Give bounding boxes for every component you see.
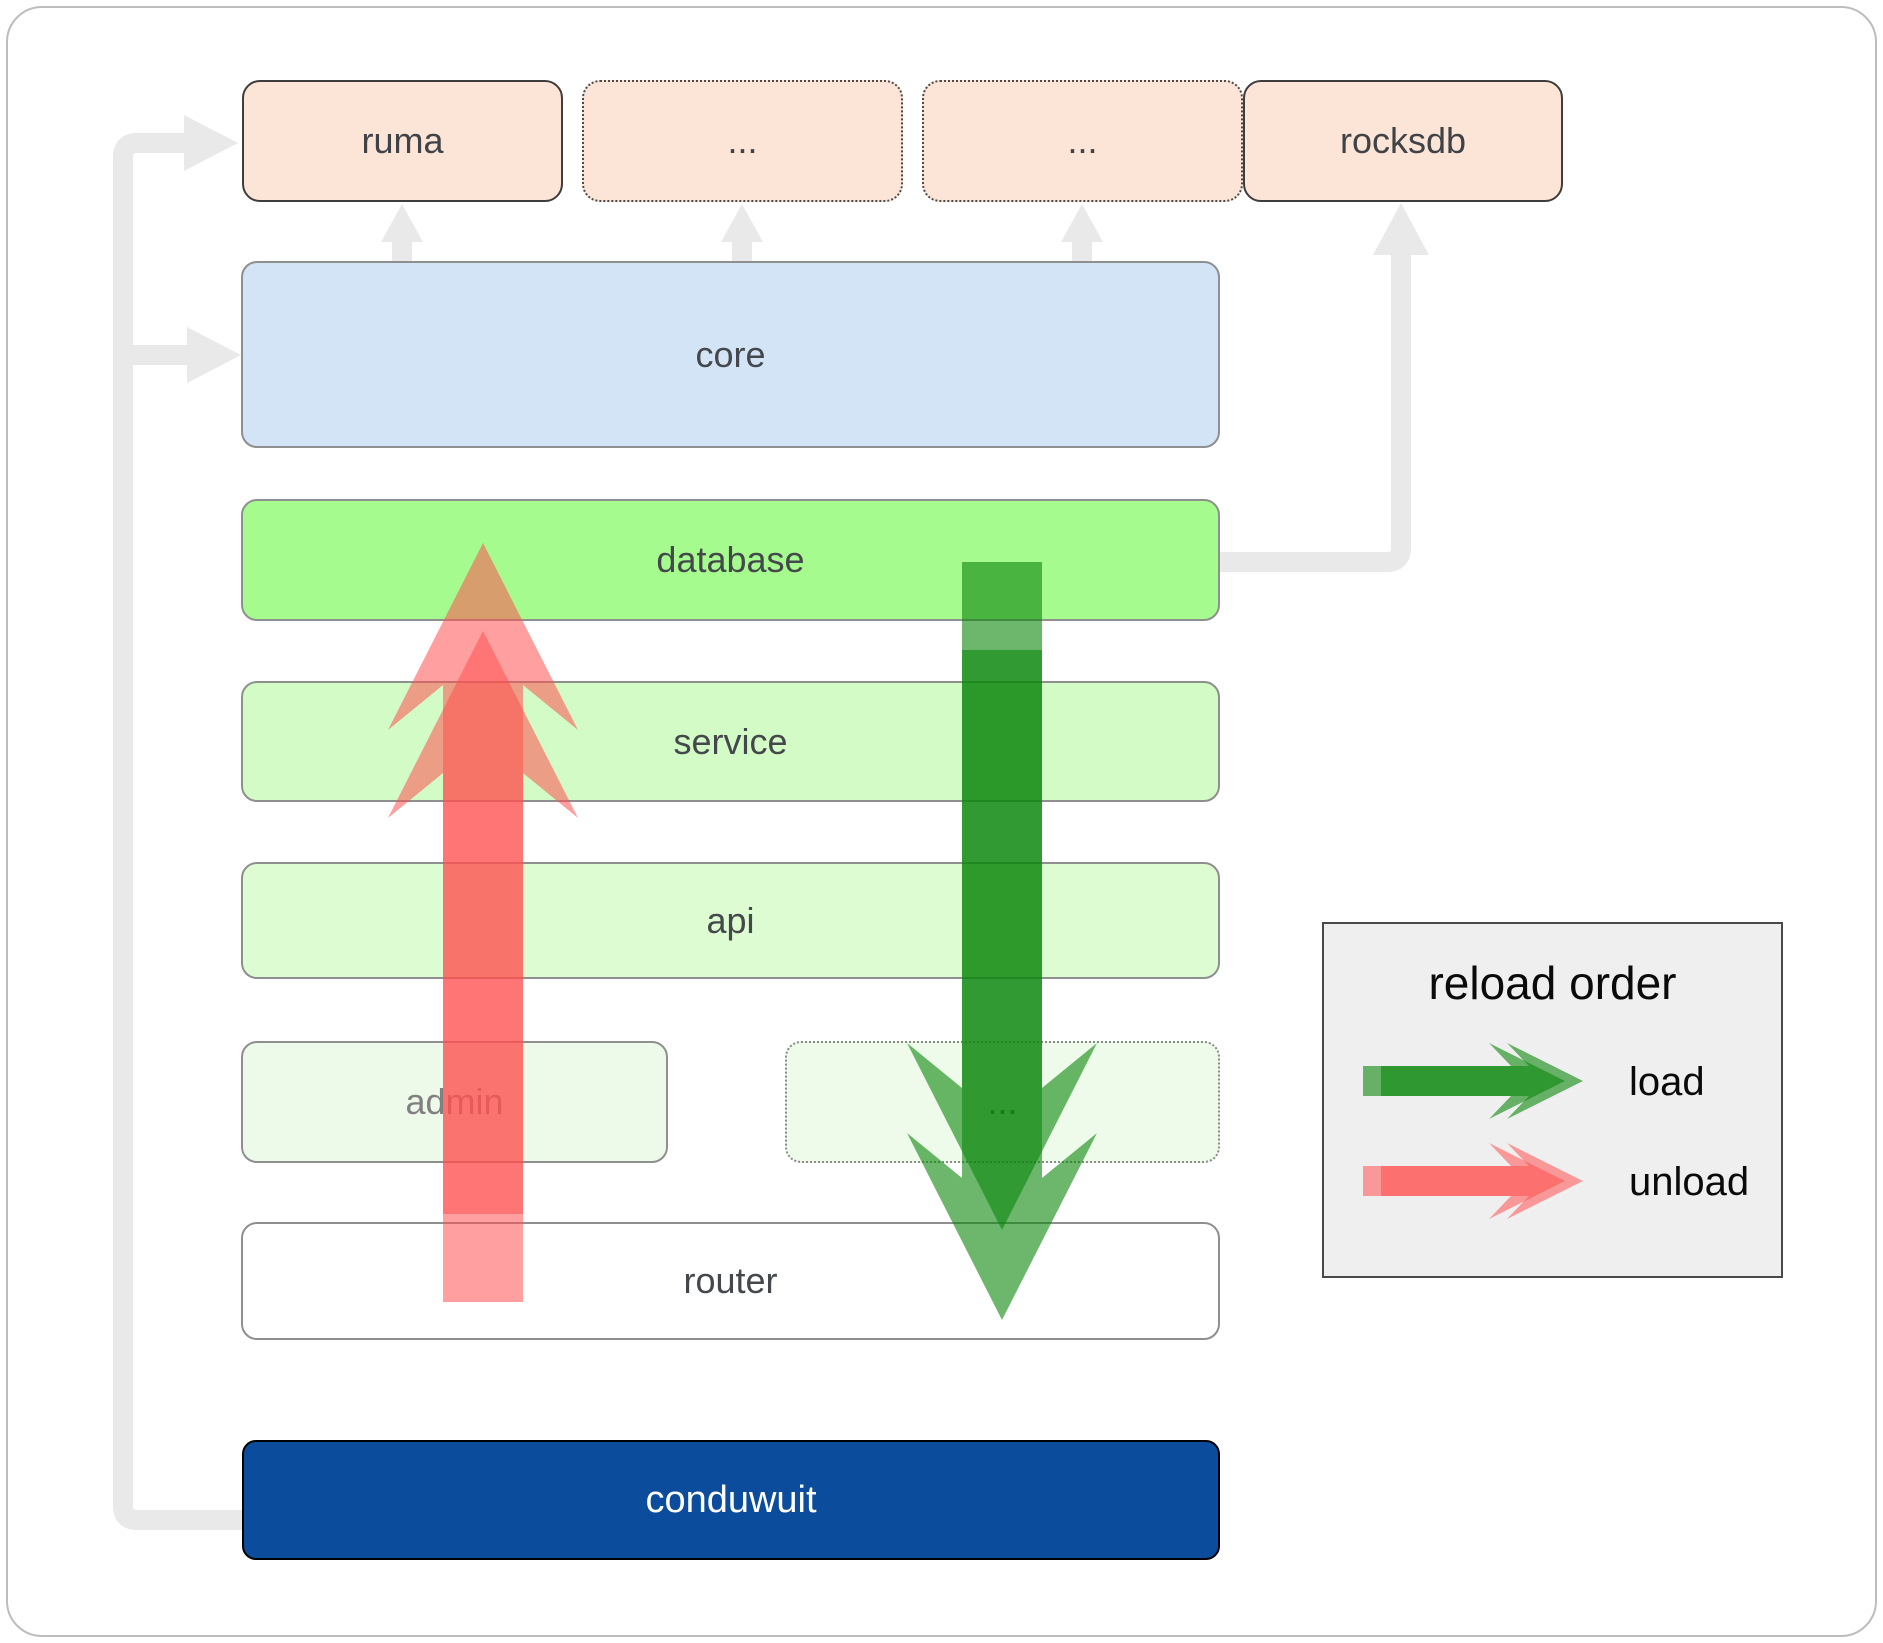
crate-box-ellipsis-1: ... <box>582 80 903 202</box>
layer-label-api: api <box>706 899 755 941</box>
crate-box-ruma: ruma <box>242 80 563 202</box>
layer-box-admin: admin <box>241 1041 668 1163</box>
legend-panel: reload order load unload <box>1322 922 1783 1278</box>
layer-label-core: core <box>695 333 766 375</box>
layer-label-router: router <box>683 1260 778 1301</box>
layer-box-core: core <box>241 261 1220 448</box>
layer-label-ellipsis: ... <box>987 1081 1018 1122</box>
layer-box-router: router <box>241 1222 1220 1340</box>
crate-box-ellipsis-2: ... <box>922 80 1243 202</box>
layer-label-admin: admin <box>405 1081 504 1122</box>
layer-label-conduwuit: conduwuit <box>645 1478 817 1521</box>
layer-box-ellipsis: ... <box>785 1041 1220 1163</box>
layer-label-service: service <box>673 720 788 762</box>
layer-label-database: database <box>656 539 805 580</box>
legend-title: reload order <box>1428 957 1677 1009</box>
crate-label-ruma: ruma <box>361 120 444 161</box>
layer-box-api: api <box>241 862 1220 979</box>
layer-box-service: service <box>241 681 1220 802</box>
layer-box-conduwuit: conduwuit <box>242 1440 1220 1560</box>
diagram-border <box>6 6 1877 1637</box>
legend-load-label: load <box>1629 1060 1705 1104</box>
crate-label-ellipsis-1: ... <box>727 120 758 161</box>
legend-unload-label: unload <box>1629 1160 1750 1204</box>
crate-label-rocksdb: rocksdb <box>1339 120 1467 161</box>
crate-box-rocksdb: rocksdb <box>1243 80 1563 202</box>
layer-box-database: database <box>241 499 1220 621</box>
crate-label-ellipsis-2: ... <box>1067 120 1098 161</box>
